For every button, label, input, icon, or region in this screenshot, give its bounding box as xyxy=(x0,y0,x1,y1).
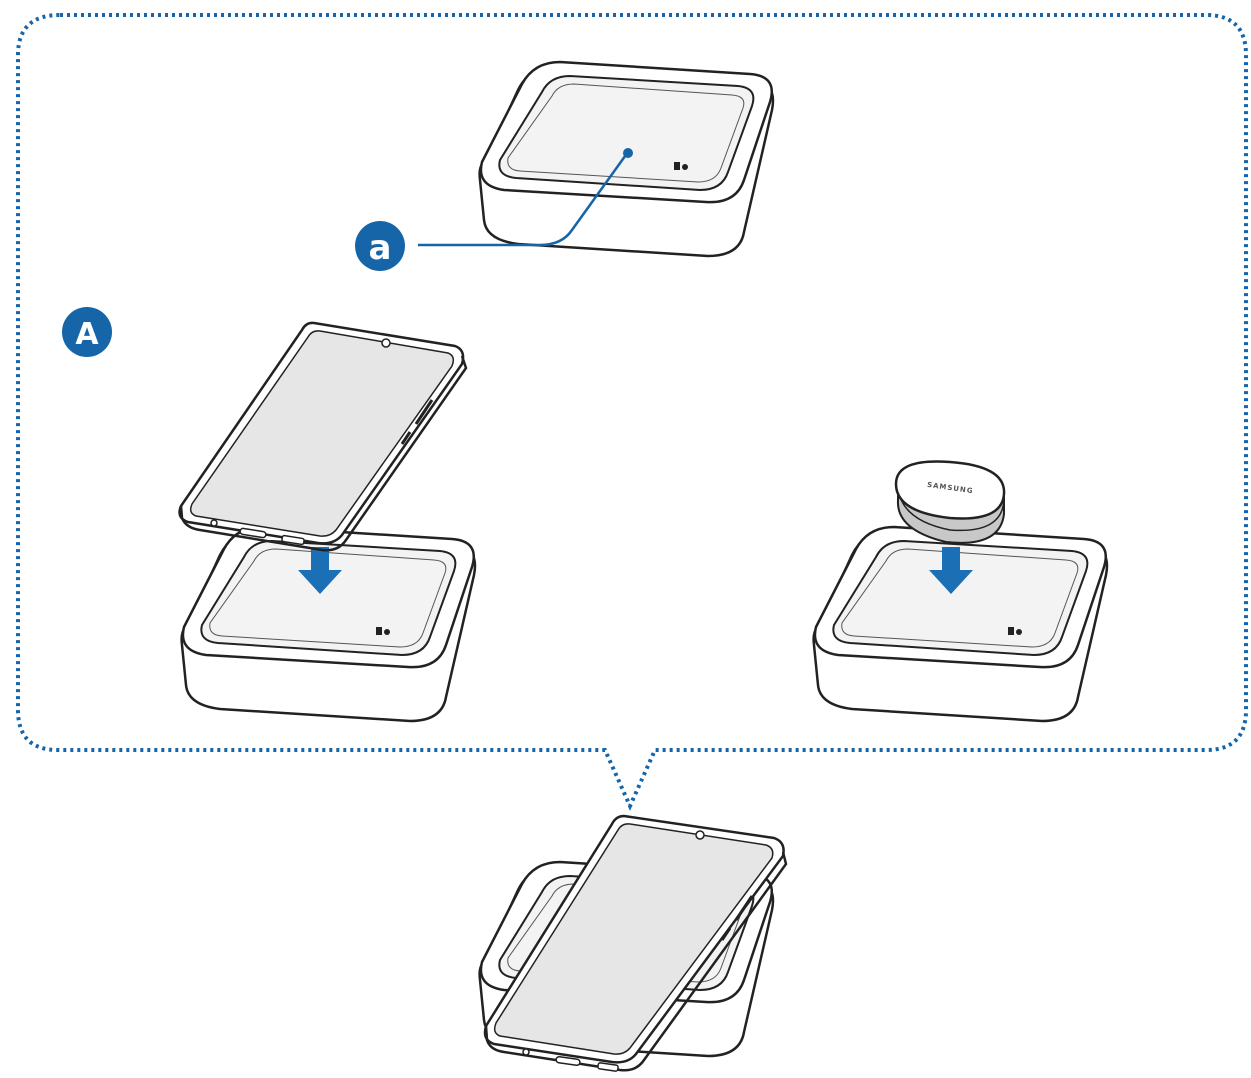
callout-badge-frame-label: A xyxy=(75,317,99,352)
smartphone-icon xyxy=(180,323,466,550)
callout-badge-frame: A xyxy=(62,307,112,357)
wireless-pad-icon xyxy=(480,62,773,256)
charging-point-dot xyxy=(623,148,633,158)
wireless-pad-icon xyxy=(814,527,1107,721)
callout-badge-point-label: a xyxy=(369,228,392,268)
callout-badge-point: a xyxy=(355,221,405,271)
